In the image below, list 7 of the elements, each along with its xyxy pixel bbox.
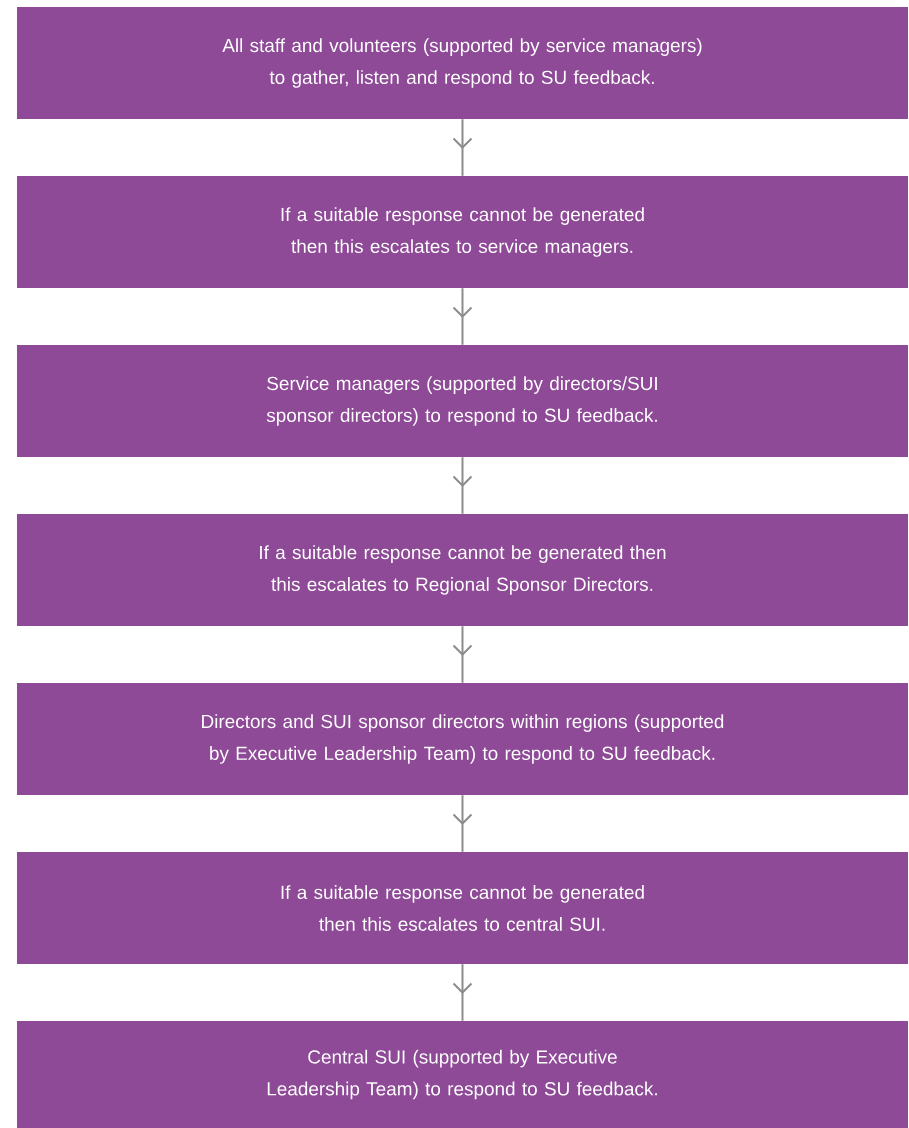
process-box: If a suitable response cannot be generated then this escalates to service managers.	[17, 176, 908, 288]
process-box: If a suitable response cannot be generated then this escalates to central SUI.	[17, 852, 908, 964]
process-box: Directors and SUI sponsor directors within regions (supported by Executive Leadership Team) to respond to SU feedback.	[17, 683, 908, 795]
process-box: If a suitable response cannot be generated then this escalates to Regional Sponsor Directors.	[17, 514, 908, 626]
process-box: Service managers (supported by directors/SUI sponsor directors) to respond to SU feedback.	[17, 345, 908, 457]
process-box: Central SUI (supported by Executive Leadership Team) to respond to SU feedback.	[17, 1021, 908, 1128]
process-box: All staff and volunteers (supported by service managers) to gather, listen and respond to SU feedback.	[17, 7, 908, 119]
